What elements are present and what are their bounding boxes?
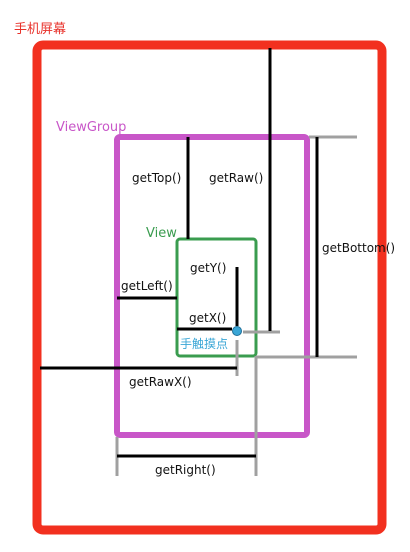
view-label: View <box>146 226 177 241</box>
phone-screen-frame <box>32 40 387 535</box>
touch-point-label: 手触摸点 <box>180 337 228 351</box>
get-raw-label: getRaw() <box>209 171 263 185</box>
viewgroup-label: ViewGroup <box>56 120 126 135</box>
viewgroup-box <box>114 134 310 438</box>
get-left-label: getLeft() <box>121 279 173 293</box>
get-bottom-label: getBottom() <box>322 241 395 255</box>
phone-screen-label: 手机屏幕 <box>14 22 66 37</box>
get-y-label: getY() <box>190 261 226 275</box>
get-right-label: getRight() <box>155 463 216 477</box>
get-x-label: getX() <box>189 311 226 325</box>
measure-lines <box>40 48 319 458</box>
get-raw-x-label: getRawX() <box>129 375 192 389</box>
get-top-label: getTop() <box>132 171 181 185</box>
touch-point-dot <box>232 326 242 336</box>
